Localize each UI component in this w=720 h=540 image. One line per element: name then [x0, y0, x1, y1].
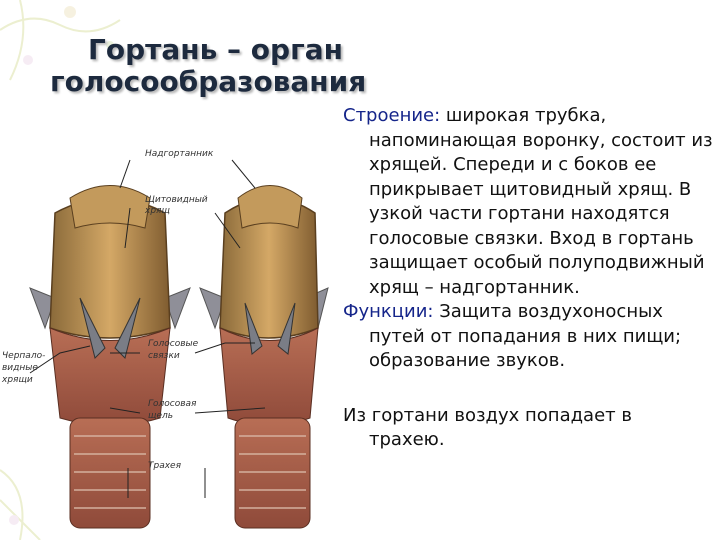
label-epiglottis: Надгортанник	[145, 149, 214, 159]
functions-text: Защита воздухоносных путей от попадания …	[369, 301, 682, 371]
label-thyroid-2: хрящ	[144, 206, 170, 216]
paragraph-trachea: Из гортани воздух попадает в трахею.	[343, 404, 713, 453]
label-glottis-1: Голосовая	[148, 399, 197, 409]
label-arytenoid-3: хрящи	[1, 375, 33, 385]
slide-title: Гортань – орган голосообразования	[50, 34, 410, 98]
keyword-structure: Строение:	[343, 105, 441, 126]
larynx-open-view	[199, 185, 329, 529]
label-thyroid-1: Щитовидный	[145, 195, 208, 205]
keyword-functions: Функции:	[343, 301, 434, 322]
label-glottis-2: щель	[148, 411, 173, 421]
larynx-illustration: Надгортанник Щитовидный хрящ Черпало- ви…	[1, 149, 329, 529]
trachea-text: Из гортани воздух попадает в трахею.	[343, 404, 632, 451]
title-line-1: Гортань – орган	[88, 33, 343, 66]
paragraph-structure: Строение: широкая трубка, напоминающая в…	[343, 104, 713, 300]
paragraph-functions: Функции: Защита воздухоносных путей от п…	[343, 300, 713, 374]
label-vocal-cords-2: связки	[148, 351, 180, 361]
label-arytenoid-1: Черпало-	[2, 351, 45, 361]
title-line-2: голосообразования	[50, 65, 367, 98]
structure-text: широкая трубка, напоминающая воронку, со…	[369, 105, 713, 298]
label-arytenoid-2: видные	[2, 363, 38, 373]
description-text: Строение: широкая трубка, напоминающая в…	[343, 104, 713, 453]
leader-lines	[29, 159, 266, 498]
label-trachea: Трахея	[148, 461, 182, 471]
larynx-front-view	[29, 185, 191, 529]
label-vocal-cords-1: Голосовые	[148, 339, 199, 349]
